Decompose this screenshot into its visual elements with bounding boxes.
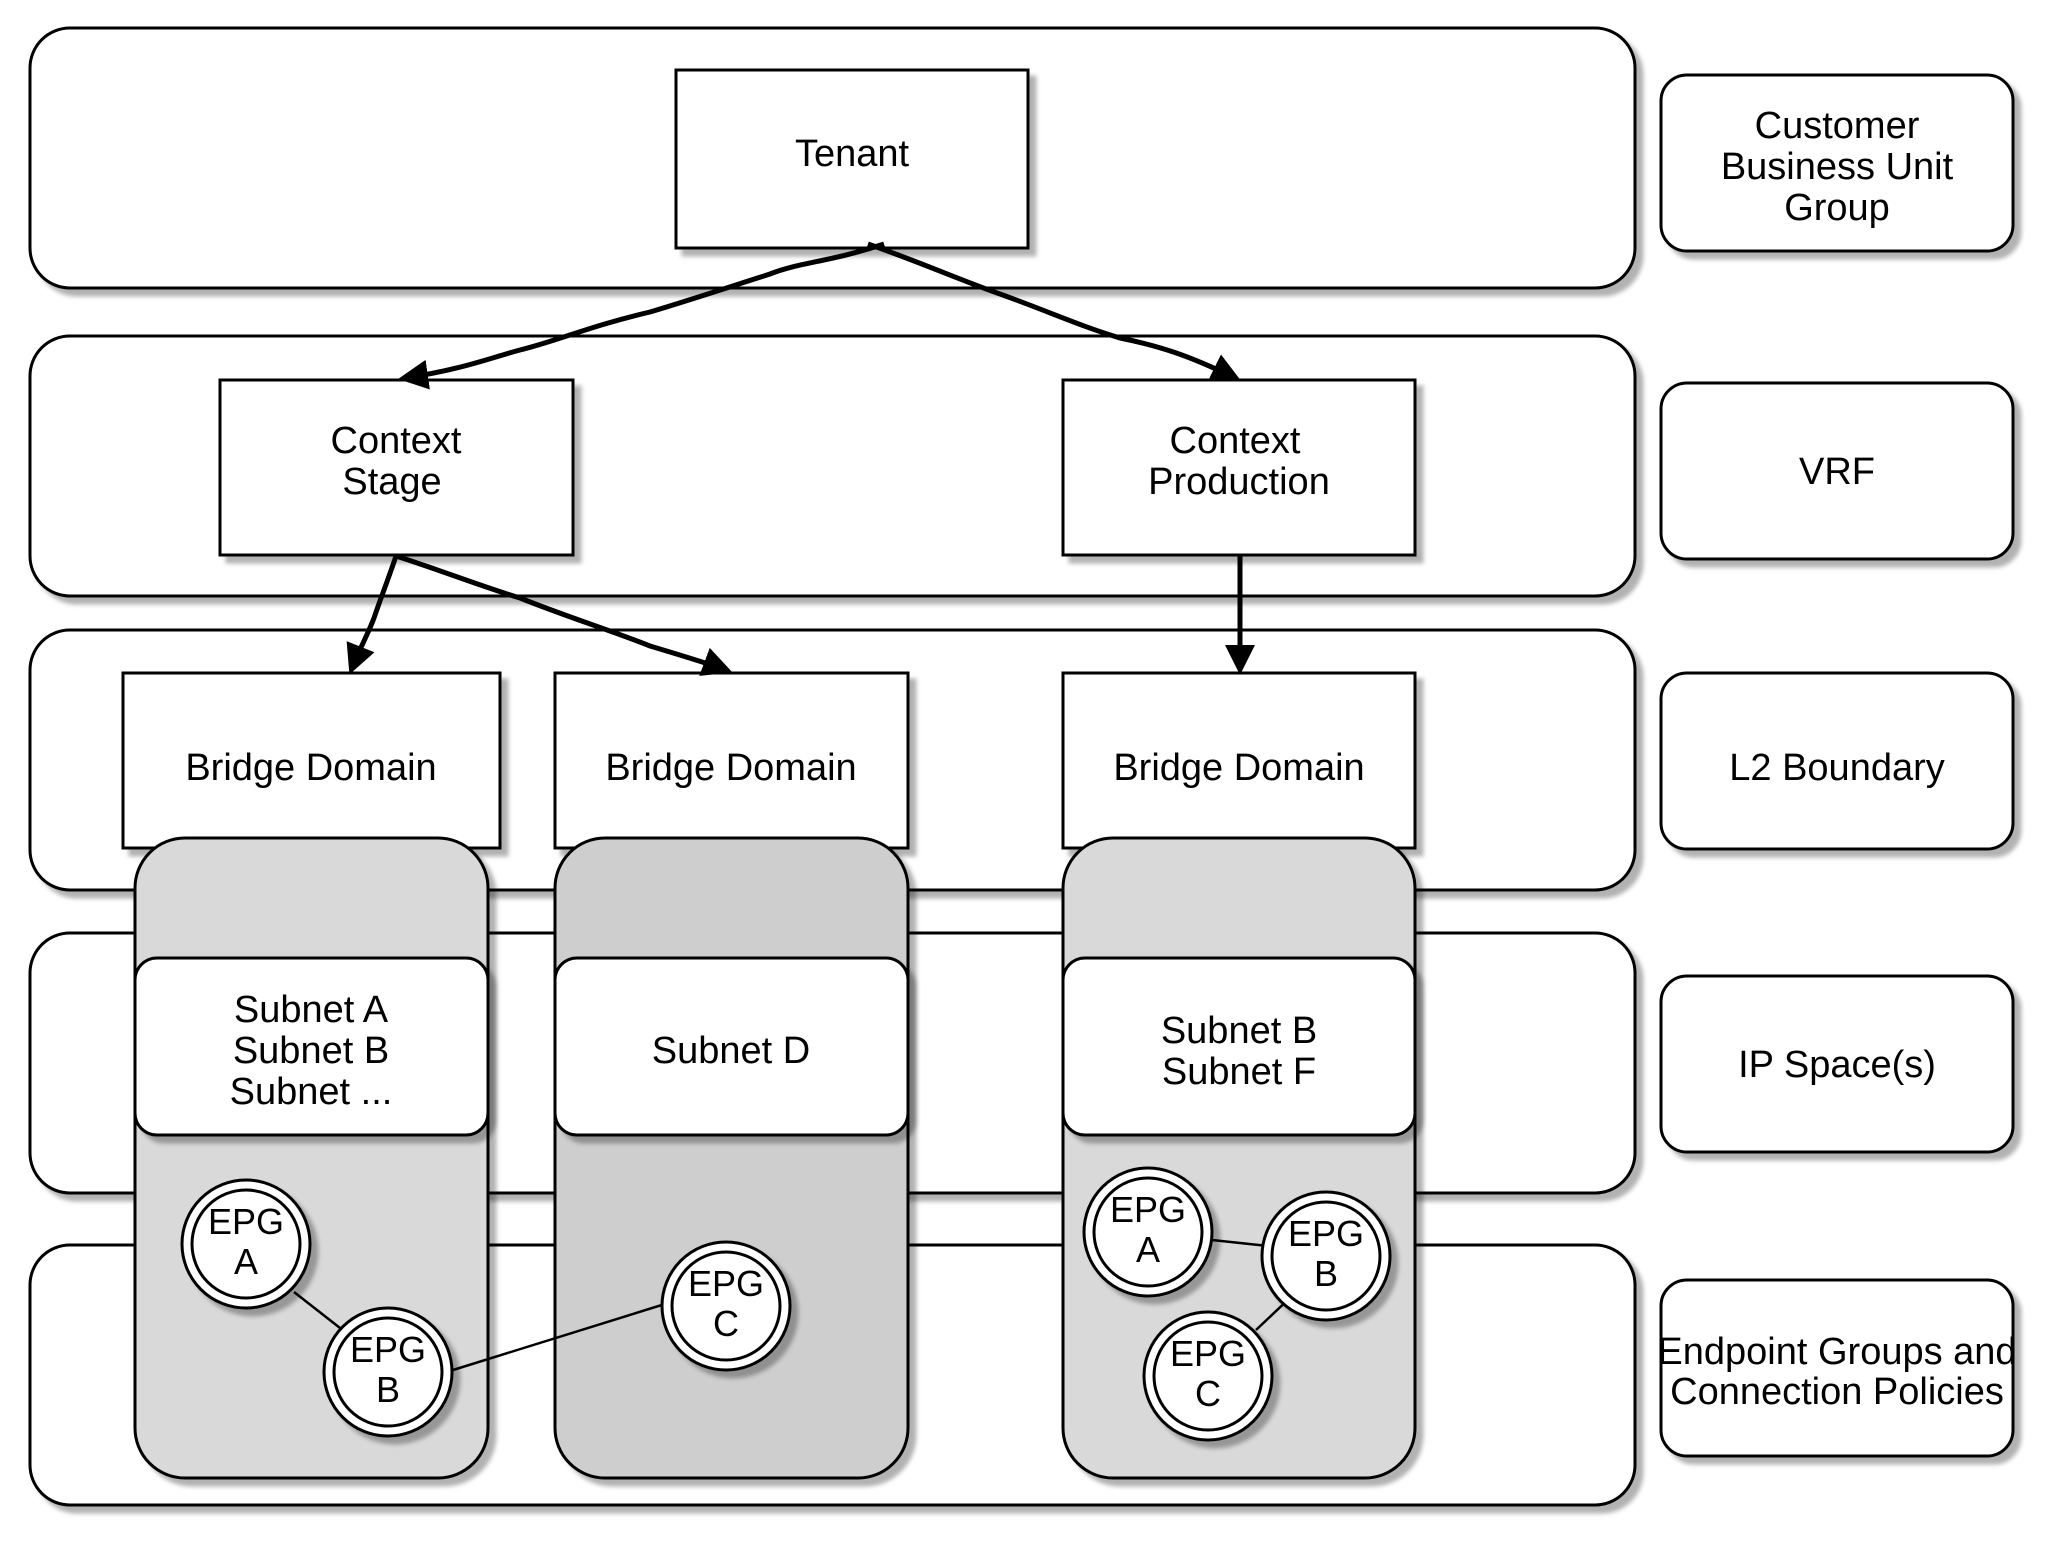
epg-col3-a: EPG A bbox=[1082, 1166, 1214, 1298]
tenant-label: Tenant bbox=[795, 133, 910, 175]
arrow-tenant-to-stage bbox=[398, 241, 885, 390]
bridge-domain-2: Bridge Domain bbox=[553, 671, 910, 850]
arrow-tenant-to-production bbox=[867, 241, 1242, 382]
epg-col1-b: EPG B bbox=[322, 1306, 454, 1438]
context-stage-sublabel: Stage bbox=[342, 461, 441, 503]
legend-l2-line-1: L2 Boundary bbox=[1729, 747, 1945, 789]
bridge-domain-3-label: Bridge Domain bbox=[1113, 747, 1364, 789]
legend-l2: L2 Boundary bbox=[1659, 671, 2015, 851]
epg-col3-a-line-2: A bbox=[1136, 1229, 1160, 1270]
context-production-label: Context bbox=[1170, 420, 1301, 462]
epg-col1-b-line-1: EPG bbox=[350, 1329, 426, 1370]
bridge-domain-1: Bridge Domain bbox=[121, 671, 502, 850]
epg-col1-b-line-2: B bbox=[376, 1369, 400, 1410]
link-col1-epg-b-col2-epg-c bbox=[452, 1302, 666, 1372]
legend-epg: Endpoint Groups and Connection Policies bbox=[1657, 1278, 2017, 1458]
subnet-3-line-2: Subnet F bbox=[1162, 1051, 1316, 1093]
bridge-domain-3: Bridge Domain bbox=[1061, 671, 1417, 850]
epg-col3-b-line-2: B bbox=[1314, 1253, 1338, 1294]
subnet-1-line-1: Subnet A bbox=[234, 989, 389, 1031]
epg-col3-b: EPG B bbox=[1260, 1190, 1392, 1322]
legend-customer-line-2: Business Unit bbox=[1721, 146, 1954, 188]
epg-col2-c-line-2: C bbox=[713, 1303, 739, 1344]
legend-epg-line-2: Connection Policies bbox=[1670, 1371, 2004, 1413]
context-stage-node: Context Stage bbox=[218, 378, 575, 557]
subnet-1-line-2: Subnet B bbox=[233, 1030, 389, 1072]
epg-col3-b-line-1: EPG bbox=[1288, 1213, 1364, 1254]
epg-col3-a-line-1: EPG bbox=[1110, 1189, 1186, 1230]
legend-customer-line-3: Group bbox=[1784, 187, 1890, 229]
legend-ip: IP Space(s) bbox=[1659, 974, 2015, 1154]
legend-epg-line-1: Endpoint Groups and bbox=[1657, 1331, 2016, 1373]
epg-col2-c: EPG C bbox=[660, 1240, 792, 1372]
context-stage-label: Context bbox=[331, 420, 462, 462]
link-col3-epg-a-b bbox=[1211, 1238, 1269, 1248]
subnet-group-1: Subnet A Subnet B Subnet ... bbox=[133, 956, 490, 1137]
legend-customer: Customer Business Unit Group bbox=[1659, 73, 2015, 253]
bridge-domain-1-label: Bridge Domain bbox=[185, 747, 436, 789]
subnet-3-line-1: Subnet B bbox=[1161, 1010, 1317, 1052]
epg-col1-a-line-1: EPG bbox=[208, 1201, 284, 1242]
subnet-2-line-1: Subnet D bbox=[652, 1030, 810, 1072]
epg-col2-c-line-1: EPG bbox=[688, 1263, 764, 1304]
legend-vrf: VRF bbox=[1659, 381, 2015, 561]
subnet-group-2: Subnet D bbox=[553, 956, 910, 1137]
legend-vrf-line-1: VRF bbox=[1799, 451, 1875, 493]
epg-col1-a: EPG A bbox=[180, 1178, 312, 1310]
context-production-node: Context Production bbox=[1061, 378, 1417, 557]
epg-col1-a-line-2: A bbox=[234, 1241, 258, 1282]
subnet-1-line-3: Subnet ... bbox=[230, 1071, 393, 1113]
bridge-domain-column-2 bbox=[553, 836, 910, 1480]
legend-customer-line-1: Customer bbox=[1755, 105, 1920, 147]
subnet-group-3: Subnet B Subnet F bbox=[1061, 956, 1417, 1137]
context-production-sublabel: Production bbox=[1148, 461, 1330, 503]
epg-col3-c-line-2: C bbox=[1195, 1373, 1221, 1414]
epg-col3-c: EPG C bbox=[1142, 1310, 1274, 1442]
arrow-stage-to-bd2 bbox=[395, 553, 733, 676]
link-col1-epg-a-b bbox=[293, 1291, 341, 1329]
tenant-node: Tenant bbox=[674, 68, 1030, 250]
epg-col3-c-line-1: EPG bbox=[1170, 1333, 1246, 1374]
arrow-stage-to-bd1 bbox=[346, 555, 399, 675]
bridge-domain-2-label: Bridge Domain bbox=[605, 747, 856, 789]
legend-ip-line-1: IP Space(s) bbox=[1738, 1044, 1936, 1086]
